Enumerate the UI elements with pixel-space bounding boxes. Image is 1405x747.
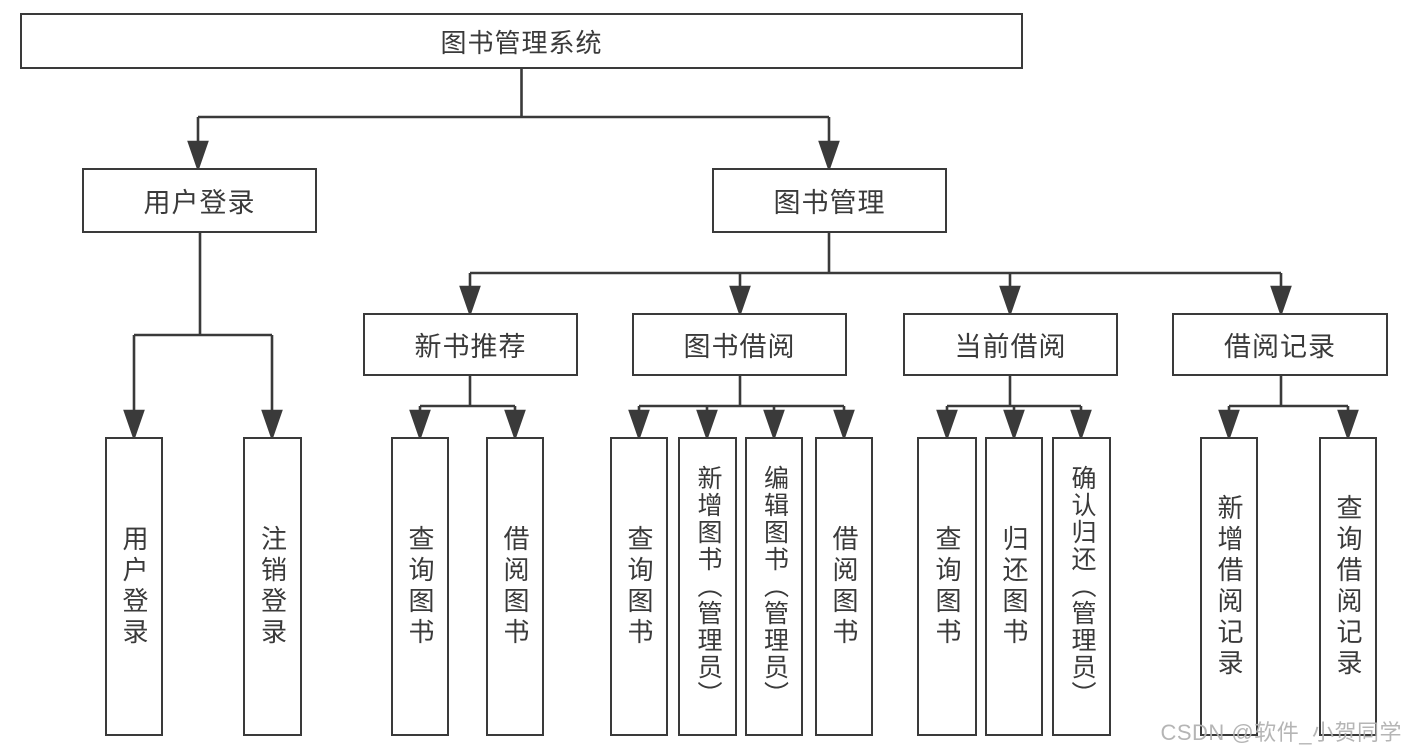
connector-book-borrow-to-leaves [628, 376, 855, 441]
connector-user-login-to-leaves [123, 233, 283, 441]
connector-book-management-to-level3 [459, 233, 1292, 317]
leaf-user-login: 用户登录 [105, 437, 163, 736]
connector-current-borrow-to-leaves [936, 376, 1092, 441]
node-label: 确认归还（管理员） [1068, 465, 1096, 708]
leaf-add-borrow-record: 新增借阅记录 [1200, 437, 1258, 736]
leaf-borrow-books: 借阅图书 [815, 437, 873, 736]
node-label: 查询图书 [405, 524, 435, 649]
node-label: 当前借阅 [954, 332, 1067, 362]
node-label: 查询图书 [932, 524, 962, 649]
leaf-confirm-return-admin: 确认归还（管理员） [1052, 437, 1111, 736]
node-label: 借阅图书 [829, 524, 859, 649]
leaf-edit-book-admin: 编辑图书（管理员） [745, 437, 803, 736]
node-label: 图书借阅 [683, 332, 796, 362]
node-label: 新增图书（管理员） [694, 465, 722, 708]
node-current-borrow: 当前借阅 [903, 313, 1118, 376]
node-label: 用户登录 [119, 524, 149, 649]
node-label: 注销登录 [257, 524, 288, 649]
connector-root-to-level2 [187, 69, 840, 172]
node-label: 编辑图书（管理员） [760, 465, 789, 708]
leaf-logout: 注销登录 [243, 437, 302, 736]
leaf-query-books-current: 查询图书 [917, 437, 977, 736]
csdn-watermark: CSDN @软件_小贺同学 [1160, 720, 1402, 745]
leaf-add-book-admin: 新增图书（管理员） [678, 437, 737, 736]
node-borrow-records: 借阅记录 [1172, 313, 1388, 376]
leaf-return-book: 归还图书 [985, 437, 1043, 736]
node-label: 归还图书 [999, 524, 1029, 649]
node-new-book-recommend: 新书推荐 [363, 313, 578, 376]
node-label: 图书管理系统 [440, 27, 603, 58]
node-library-management-system: 图书管理系统 [20, 13, 1023, 69]
node-label: 新增借阅记录 [1214, 493, 1244, 680]
node-label: 用户登录 [143, 188, 256, 218]
node-user-login: 用户登录 [82, 168, 317, 233]
leaf-query-books-borrow: 查询图书 [610, 437, 668, 736]
leaf-borrow-books-recommend: 借阅图书 [486, 437, 544, 736]
node-label: 借阅记录 [1224, 332, 1336, 362]
node-book-management: 图书管理 [712, 168, 947, 233]
node-label: 查询借阅记录 [1333, 493, 1363, 680]
node-label: 借阅图书 [500, 524, 530, 649]
node-label: 查询图书 [624, 524, 654, 649]
node-label: 新书推荐 [414, 332, 527, 362]
node-label: 图书管理 [773, 188, 886, 218]
connector-new-book-recommend-to-leaves [409, 376, 526, 441]
node-book-borrow: 图书借阅 [632, 313, 847, 376]
leaf-query-borrow-record: 查询借阅记录 [1319, 437, 1377, 736]
leaf-query-books-recommend: 查询图书 [391, 437, 449, 736]
connector-borrow-records-to-leaves [1218, 376, 1359, 441]
